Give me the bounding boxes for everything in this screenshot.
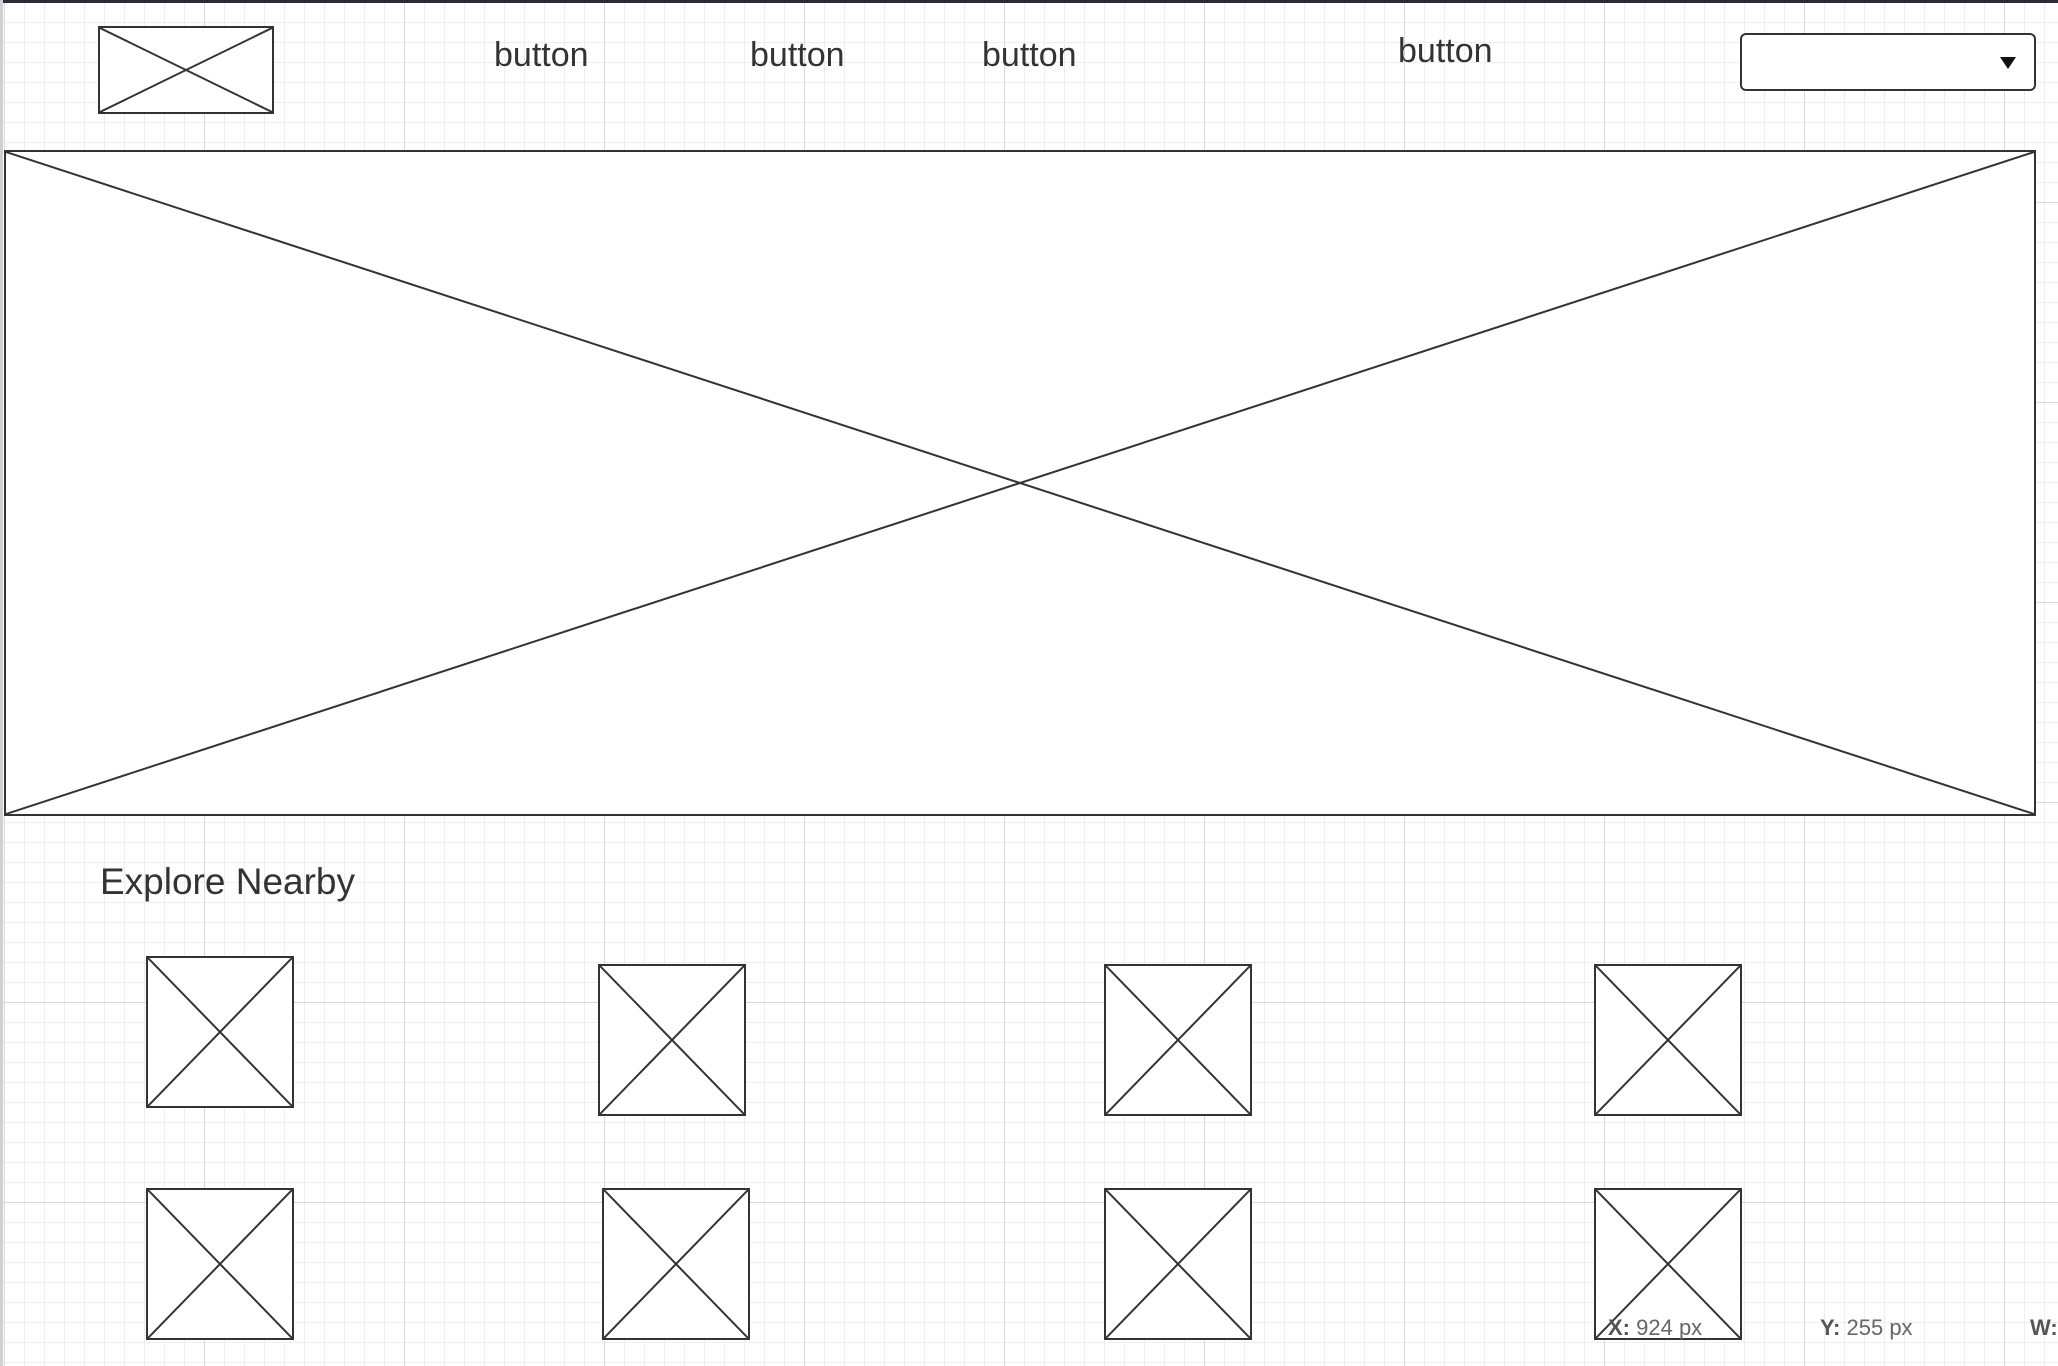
explore-tile-3[interactable] bbox=[1104, 964, 1252, 1116]
logo-image-placeholder[interactable] bbox=[98, 26, 274, 114]
explore-tile-2[interactable] bbox=[598, 964, 746, 1116]
image-placeholder-icon bbox=[100, 28, 272, 112]
caret-down-icon bbox=[2000, 57, 2016, 69]
y-label: Y: bbox=[1820, 1315, 1841, 1340]
nav-button-3[interactable]: button bbox=[982, 36, 1077, 74]
image-placeholder-icon bbox=[1596, 966, 1740, 1114]
x-coordinate-readout: X: 924 px bbox=[1608, 1314, 1702, 1342]
image-placeholder-icon bbox=[148, 1190, 292, 1338]
explore-tile-1[interactable] bbox=[146, 956, 294, 1108]
image-placeholder-icon bbox=[6, 152, 2034, 814]
canvas-left-border bbox=[0, 0, 3, 1366]
explore-tile-4[interactable] bbox=[1594, 964, 1742, 1116]
nav-button-1[interactable]: button bbox=[494, 36, 589, 74]
nav-button-4[interactable]: button bbox=[1398, 32, 1493, 70]
hero-image-placeholder[interactable] bbox=[4, 150, 2036, 816]
image-placeholder-icon bbox=[148, 958, 292, 1106]
y-coordinate-readout: Y: 255 px bbox=[1820, 1314, 1913, 1342]
y-value: 255 px bbox=[1846, 1315, 1913, 1340]
header-dropdown[interactable] bbox=[1740, 33, 2036, 91]
explore-tile-7[interactable] bbox=[1104, 1188, 1252, 1340]
explore-tile-6[interactable] bbox=[602, 1188, 750, 1340]
explore-nearby-title: Explore Nearby bbox=[100, 861, 356, 902]
image-placeholder-icon bbox=[1596, 1190, 1740, 1338]
image-placeholder-icon bbox=[604, 1190, 748, 1338]
explore-tile-5[interactable] bbox=[146, 1188, 294, 1340]
image-placeholder-icon bbox=[600, 966, 744, 1114]
image-placeholder-icon bbox=[1106, 966, 1250, 1114]
x-value: 924 px bbox=[1636, 1315, 1703, 1340]
width-readout: W: bbox=[2030, 1314, 2058, 1342]
x-label: X: bbox=[1608, 1315, 1630, 1340]
nav-button-2[interactable]: button bbox=[750, 36, 845, 74]
explore-tile-8[interactable] bbox=[1594, 1188, 1742, 1340]
image-placeholder-icon bbox=[1106, 1190, 1250, 1338]
window-top-border bbox=[0, 0, 2058, 3]
w-label: W: bbox=[2030, 1315, 2058, 1340]
